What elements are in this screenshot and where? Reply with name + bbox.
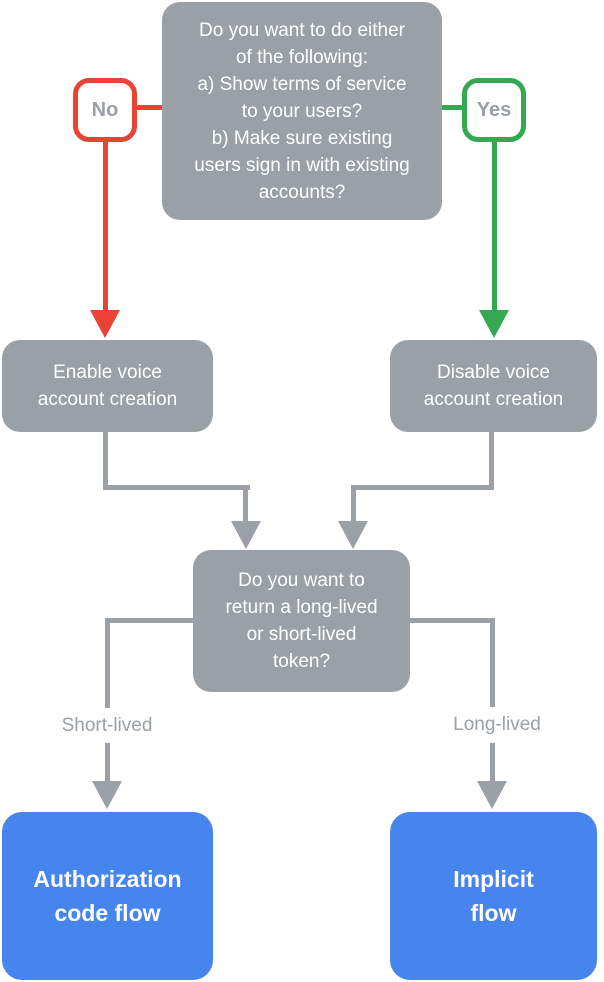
merge-left-vertical-2 xyxy=(243,485,248,525)
implicit-flow-box: Implicit flow xyxy=(390,812,597,980)
question-box-terms: Do you want to do either of the followin… xyxy=(162,2,442,220)
no-connector-horizontal xyxy=(134,105,164,110)
green-arrow-down-icon xyxy=(479,310,509,338)
exit-right-vertical xyxy=(490,618,495,783)
yes-connector-vertical xyxy=(492,140,497,312)
exit-left-vertical xyxy=(105,618,110,783)
merge-left-horizontal xyxy=(103,485,250,490)
gray-arrow-down-icon xyxy=(231,521,261,549)
disable-voice-account-creation-box: Disable voice account creation xyxy=(390,340,597,432)
red-arrow-down-icon xyxy=(90,310,120,338)
gray-arrow-down-icon xyxy=(338,521,368,549)
no-connector-vertical xyxy=(103,139,108,312)
gray-arrow-down-icon xyxy=(92,781,122,809)
authorization-code-flow-box: Authorization code flow xyxy=(2,812,213,980)
enable-voice-account-creation-box: Enable voice account creation xyxy=(2,340,213,432)
long-lived-label: Long-lived xyxy=(412,707,582,743)
merge-right-vertical-1 xyxy=(489,432,494,490)
merge-right-vertical-2 xyxy=(351,485,356,525)
short-lived-label: Short-lived xyxy=(22,708,192,743)
merge-left-vertical-1 xyxy=(103,432,108,490)
question-box-token-lifetime: Do you want to return a long-lived or sh… xyxy=(193,550,410,692)
exit-left-horizontal xyxy=(105,618,197,623)
yes-badge: Yes xyxy=(462,78,526,142)
merge-right-horizontal xyxy=(351,485,494,490)
exit-right-horizontal xyxy=(407,618,495,623)
gray-arrow-down-icon xyxy=(477,781,507,809)
no-badge: No xyxy=(73,78,137,142)
yes-connector-horizontal xyxy=(440,105,466,110)
